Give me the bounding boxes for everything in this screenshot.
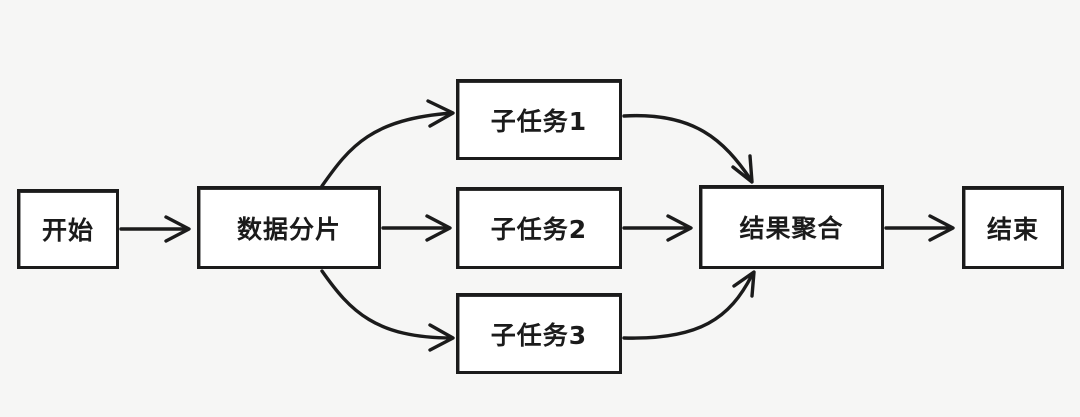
node-result-aggregation-label: 结果聚合	[739, 214, 844, 243]
node-start: 开始	[17, 189, 119, 269]
arrowhead-shard-to-task3	[428, 323, 455, 352]
arrow-task3-to-aggregate	[622, 273, 754, 340]
arrow-shard-to-task3	[320, 269, 454, 340]
arrow-shard-to-task1	[320, 111, 454, 188]
arrow-task1-to-aggregate	[622, 113, 753, 182]
node-subtask-3-label: 子任务3	[490, 320, 588, 350]
arrowhead-shard-to-task2	[425, 214, 452, 242]
arrowhead-shard-to-task1	[426, 99, 455, 128]
node-subtask-1: 子任务1	[456, 79, 622, 160]
arrowhead-task3-to-aggregate	[732, 270, 756, 298]
node-result-aggregation: 结果聚合	[699, 185, 884, 269]
node-subtask-1-label: 子任务1	[490, 106, 588, 136]
node-end: 结束	[962, 186, 1064, 269]
node-subtask-2: 子任务2	[456, 187, 622, 269]
node-subtask-2-label: 子任务2	[490, 215, 588, 244]
node-subtask-3: 子任务3	[456, 293, 622, 374]
node-data-sharding-label: 数据分片	[236, 214, 341, 244]
arrowhead-start-to-shard	[164, 215, 191, 243]
arrowhead-task1-to-aggregate	[731, 154, 754, 184]
node-start-label: 开始	[41, 216, 94, 245]
node-end-label: 结束	[986, 214, 1039, 244]
arrowhead-aggregate-to-end	[928, 214, 955, 242]
node-data-sharding: 数据分片	[197, 186, 381, 269]
arrowhead-task2-to-aggregate	[666, 214, 693, 242]
